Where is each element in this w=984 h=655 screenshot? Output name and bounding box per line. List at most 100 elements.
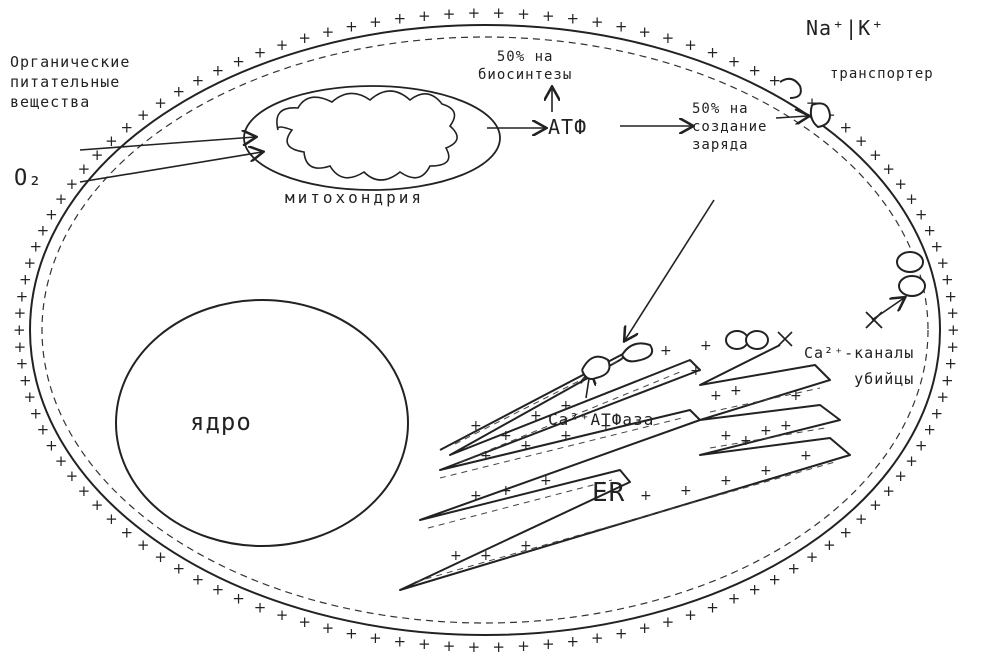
membrane-plus: + xyxy=(212,580,225,598)
membrane-plus: + xyxy=(706,598,719,616)
membrane-plus: + xyxy=(14,338,27,356)
mitochondria-outer xyxy=(243,85,501,191)
er-plus: + xyxy=(520,538,532,554)
membrane-plus: + xyxy=(254,44,267,62)
membrane-plus: + xyxy=(276,36,289,54)
membrane-plus: + xyxy=(936,254,949,272)
transporter-protein xyxy=(809,102,832,129)
charge-to-transporter-arrow xyxy=(775,116,808,118)
membrane-plus: + xyxy=(19,371,32,389)
charge-to-er-arrow xyxy=(625,199,715,340)
membrane-plus: + xyxy=(591,13,604,31)
membrane-plus: + xyxy=(894,175,907,193)
er-plus: + xyxy=(500,428,512,444)
er-plus: + xyxy=(470,488,482,504)
membrane-plus: + xyxy=(931,238,944,256)
er-plus: + xyxy=(450,548,462,564)
nutrient-arrow xyxy=(79,137,255,151)
er-plus: + xyxy=(520,438,532,454)
er-lumen-dashes xyxy=(414,354,836,583)
membrane-plus: + xyxy=(172,560,185,578)
er-channel-cross xyxy=(777,331,793,347)
membrane-plus: + xyxy=(16,287,29,305)
ca-atpase-pump xyxy=(621,342,654,363)
transporter-protein xyxy=(779,77,802,99)
mitochondria-label: митохондрия xyxy=(285,188,424,207)
biosynthesis-label: 50% на биосинтезы xyxy=(478,48,572,84)
membrane-plus: + xyxy=(542,635,555,653)
transporter-label: транспортер xyxy=(830,66,934,82)
membrane-plus: + xyxy=(137,536,150,554)
membrane-plus: + xyxy=(192,72,205,90)
er-plus: + xyxy=(470,418,482,434)
cell-membrane-inner xyxy=(41,36,929,624)
er-plus: + xyxy=(710,388,722,404)
membrane-plus: + xyxy=(517,637,530,655)
charge-label: 50% на создание заряда xyxy=(692,100,767,154)
biosynthesis-line: биосинтезы xyxy=(478,67,573,83)
cell-membrane-outer xyxy=(29,24,941,636)
transporter-ions-label: Na⁺|K⁺ xyxy=(806,16,885,40)
er-plus: + xyxy=(720,428,732,444)
er-plus: + xyxy=(660,343,672,359)
membrane-plus: + xyxy=(728,590,741,608)
membrane-plus: + xyxy=(840,119,853,137)
nutrients-label: Органические питательные вещества xyxy=(10,52,130,112)
membrane-plus: + xyxy=(542,7,555,25)
membrane-plus: + xyxy=(768,72,781,90)
membrane-plus: + xyxy=(591,629,604,647)
membrane-plus: + xyxy=(638,23,651,41)
membrane-plus: + xyxy=(517,5,530,23)
membrane-plus: + xyxy=(345,625,358,643)
membrane-plus: + xyxy=(45,436,58,454)
nucleus xyxy=(115,299,409,547)
channel-block-cross xyxy=(865,311,883,329)
er-plus: + xyxy=(560,428,572,444)
membrane-plus: + xyxy=(29,404,42,422)
membrane-plus: + xyxy=(29,238,42,256)
membrane-plus: + xyxy=(91,496,104,514)
membrane-plus: + xyxy=(55,190,68,208)
er-plus: + xyxy=(730,383,742,399)
membrane-plus: + xyxy=(13,321,26,339)
er-plus: + xyxy=(790,388,802,404)
er-plus: + xyxy=(480,548,492,564)
membrane-plus: + xyxy=(120,523,133,541)
er-plus: + xyxy=(740,433,752,449)
membrane-plus: + xyxy=(369,13,382,31)
ca-atpase-pump xyxy=(581,355,611,380)
membrane-plus: + xyxy=(567,9,580,27)
er-membrane xyxy=(399,344,851,591)
membrane-plus: + xyxy=(66,175,79,193)
er-ca-channel xyxy=(725,330,749,350)
membrane-plus: + xyxy=(915,436,928,454)
er-plus: + xyxy=(560,398,572,414)
o2-arrow xyxy=(79,152,262,183)
er-plus: + xyxy=(690,363,702,379)
membrane-plus: + xyxy=(443,5,456,23)
membrane-plus: + xyxy=(869,146,882,164)
membrane-plus: + xyxy=(443,637,456,655)
membrane-plus: + xyxy=(137,106,150,124)
membrane-plus: + xyxy=(37,421,50,439)
charge-line: создание xyxy=(692,119,768,135)
membrane-plus: + xyxy=(232,590,245,608)
er-plus: + xyxy=(480,448,492,464)
membrane-plus: + xyxy=(91,146,104,164)
membrane-plus: + xyxy=(369,629,382,647)
membrane-plus: + xyxy=(567,633,580,651)
ca-channel xyxy=(898,275,926,297)
membrane-charges: ++++++++++++++++++++++++++++++++++++++++… xyxy=(13,4,960,655)
er-plus: + xyxy=(500,483,512,499)
er-plus: + xyxy=(540,473,552,489)
membrane-plus: + xyxy=(882,160,895,178)
membrane-plus: + xyxy=(931,404,944,422)
membrane-plus: + xyxy=(393,633,406,651)
membrane-plus: + xyxy=(418,7,431,25)
membrane-plus: + xyxy=(66,467,79,485)
membrane-plus: + xyxy=(24,388,37,406)
membrane-plus: + xyxy=(923,221,936,239)
atp-label: АТФ xyxy=(548,115,588,139)
membrane-plus: + xyxy=(855,510,868,528)
